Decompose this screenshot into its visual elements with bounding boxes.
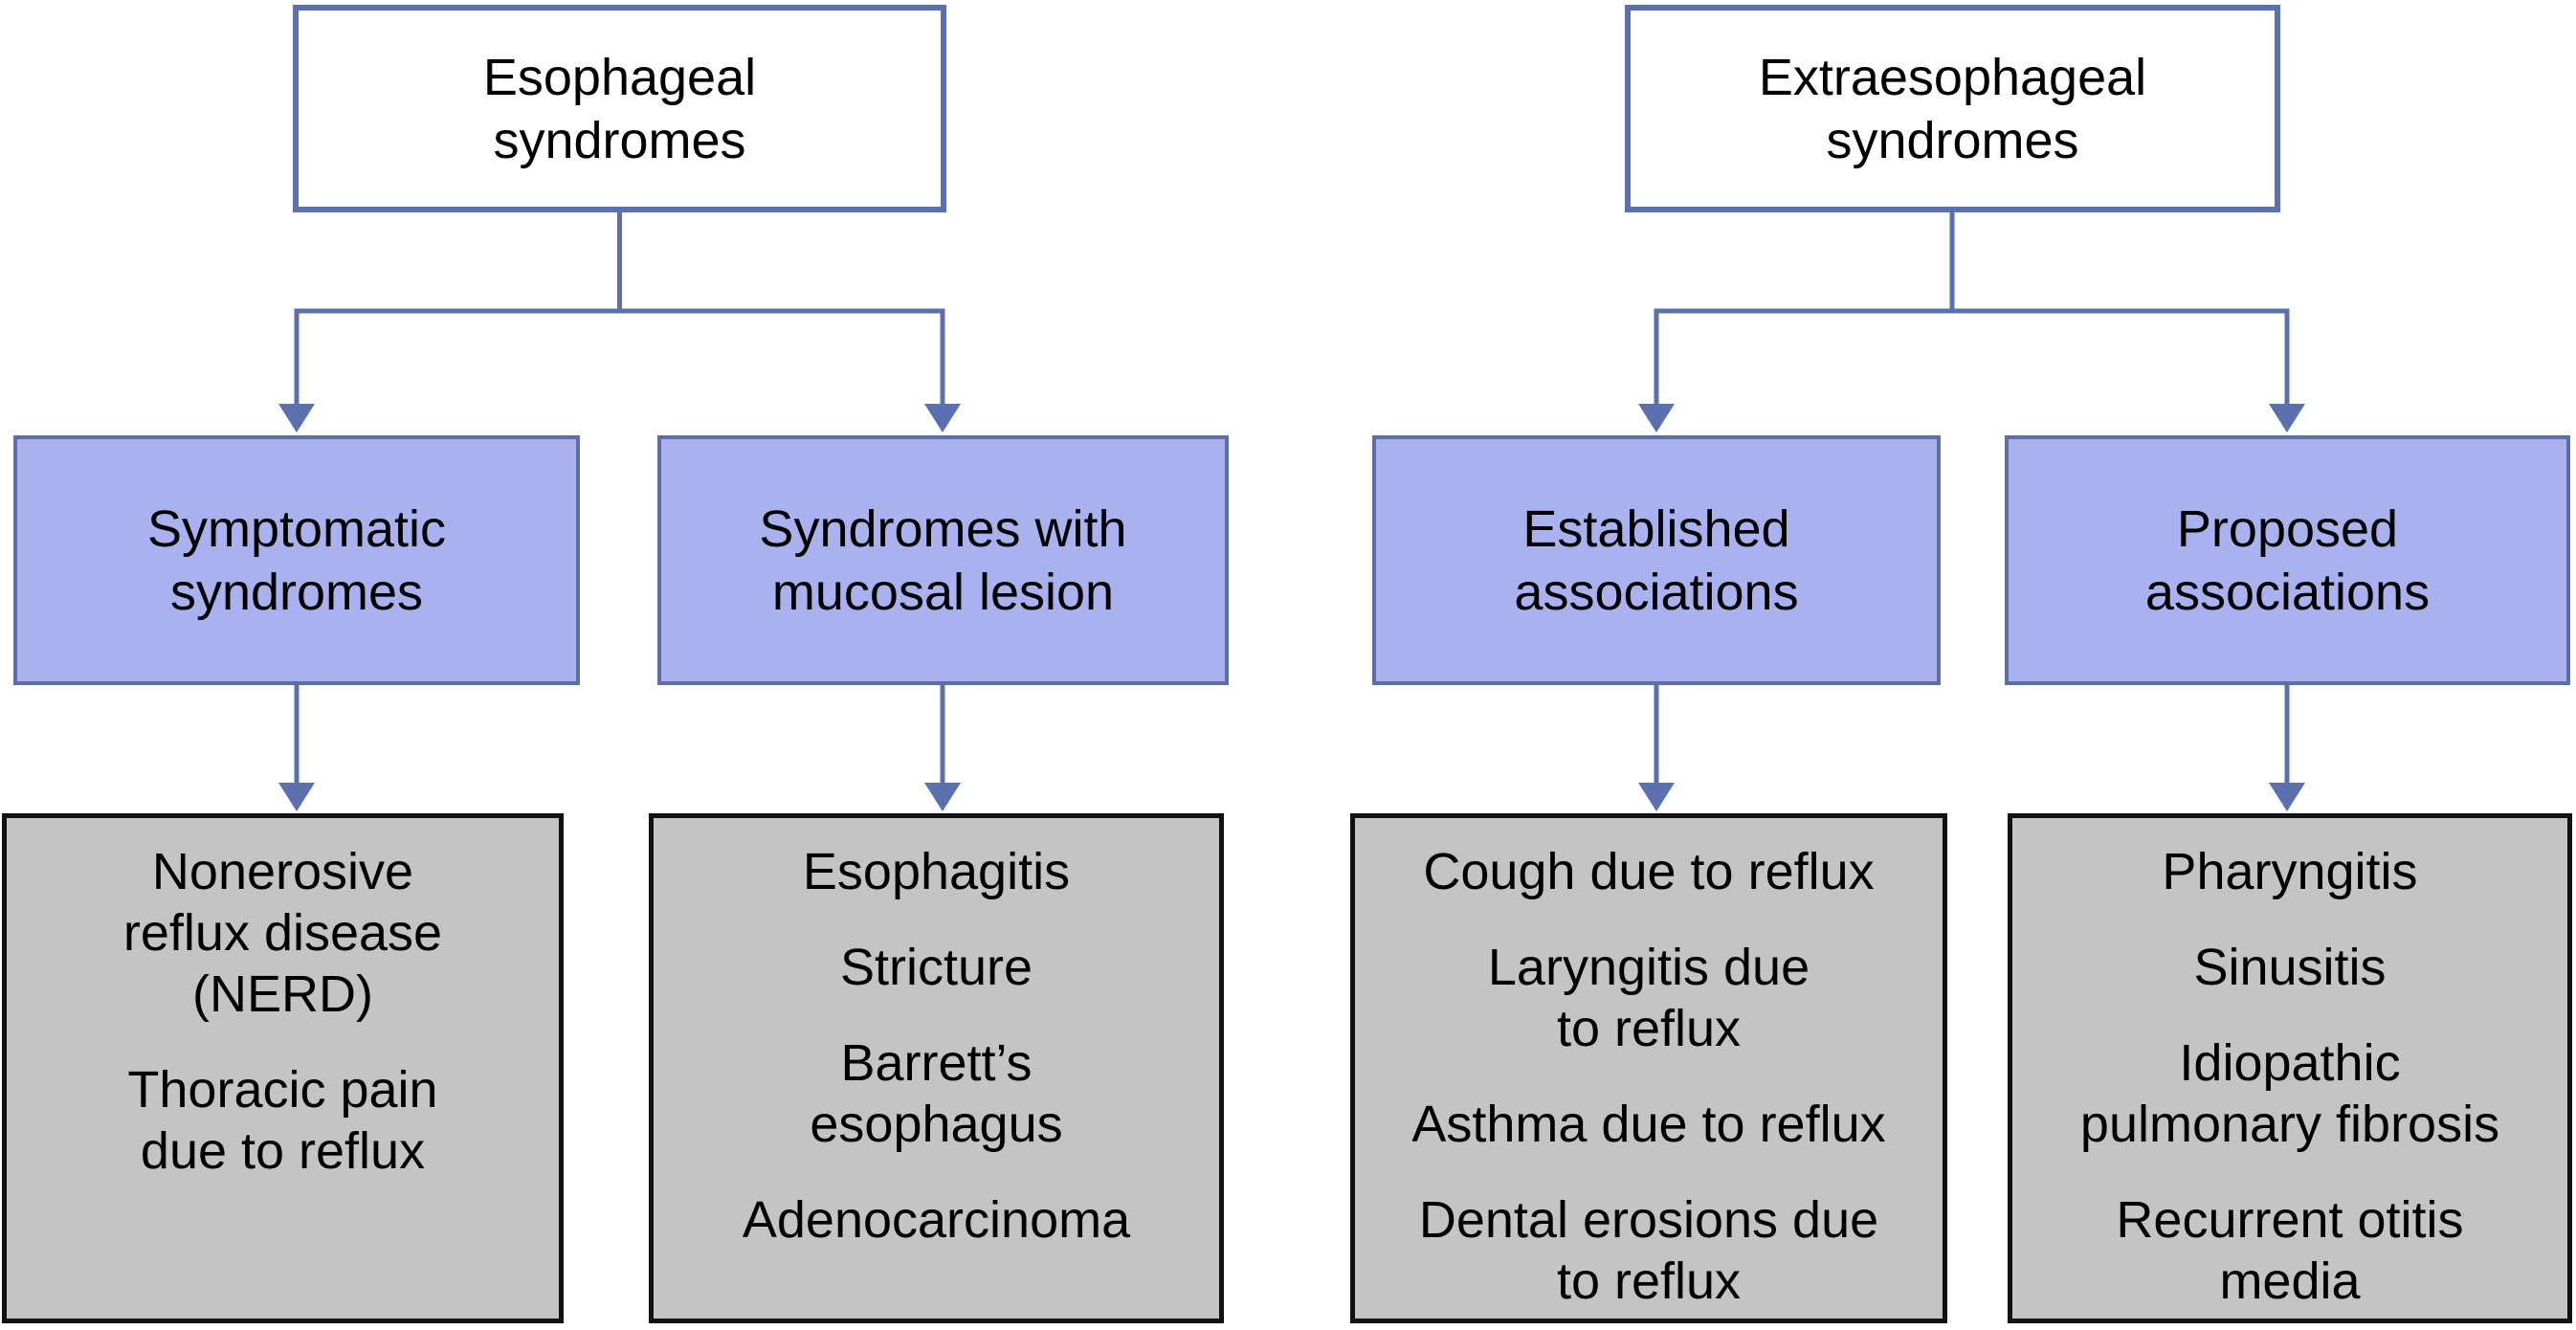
node-syndromes-with-mucosal-lesion: Syndromes with mucosal lesion — [657, 435, 1229, 685]
node-established-associations: Established associations — [1372, 435, 1941, 685]
connector-esophageal-branches — [278, 212, 961, 432]
node-proposed-associations: Proposed associations — [2005, 435, 2570, 685]
arrowhead-proposed-leaf — [2269, 783, 2305, 811]
leaf-item: Sinusitis — [2193, 939, 2387, 996]
leaf-item: Pharyngitis — [2162, 843, 2418, 900]
arrowhead-mucosal — [924, 404, 961, 432]
arrowhead-established — [1638, 404, 1675, 432]
leaf-item: Thoracic pain due to reflux — [127, 1061, 438, 1180]
connector-branch-to-leaf — [278, 685, 2305, 811]
leaf-item: Dental erosions due to reflux — [1418, 1191, 1879, 1310]
leaf-item: Stricture — [839, 939, 1033, 996]
leaf-mucosal-lesion-syndromes: Esophagitis Stricture Barrett’s esophagu… — [649, 813, 1224, 1323]
leaf-item: Nonerosive reflux disease (NERD) — [122, 843, 443, 1023]
branch-esophageal — [294, 308, 945, 406]
leaf-item: Esophagitis — [802, 843, 1071, 900]
leaf-item: Adenocarcinoma — [742, 1191, 1131, 1249]
arrowhead-proposed — [2269, 404, 2305, 432]
node-esophageal-syndromes: Esophageal syndromes — [293, 5, 946, 212]
connector-extraesophageal-branches — [1638, 212, 2305, 432]
leaf-item: Barrett’s esophagus — [810, 1034, 1063, 1153]
arrowhead-established-leaf — [1638, 783, 1675, 811]
leaf-item: Idiopathic pulmonary fibrosis — [2079, 1034, 2500, 1153]
leaf-established-associations: Cough due to reflux Laryngitis due to re… — [1350, 813, 1947, 1323]
leaf-item: Asthma due to reflux — [1411, 1096, 1886, 1153]
node-extraesophageal-syndromes: Extraesophageal syndromes — [1625, 5, 2280, 212]
leaf-item: Laryngitis due to reflux — [1487, 939, 1810, 1057]
node-symptomatic-syndromes: Symptomatic syndromes — [13, 435, 580, 685]
leaf-item: Recurrent otitis media — [2116, 1191, 2464, 1310]
leaf-item: Cough due to reflux — [1423, 843, 1875, 900]
arrowhead-symptomatic — [278, 404, 315, 432]
arrowhead-symptomatic-leaf — [278, 783, 315, 811]
leaf-symptomatic-syndromes: Nonerosive reflux disease (NERD) Thoraci… — [2, 813, 564, 1323]
arrowhead-mucosal-leaf — [924, 783, 961, 811]
leaf-proposed-associations: Pharyngitis Sinusitis Idiopathic pulmona… — [2008, 813, 2572, 1323]
branch-extraesophageal — [1654, 308, 2290, 406]
